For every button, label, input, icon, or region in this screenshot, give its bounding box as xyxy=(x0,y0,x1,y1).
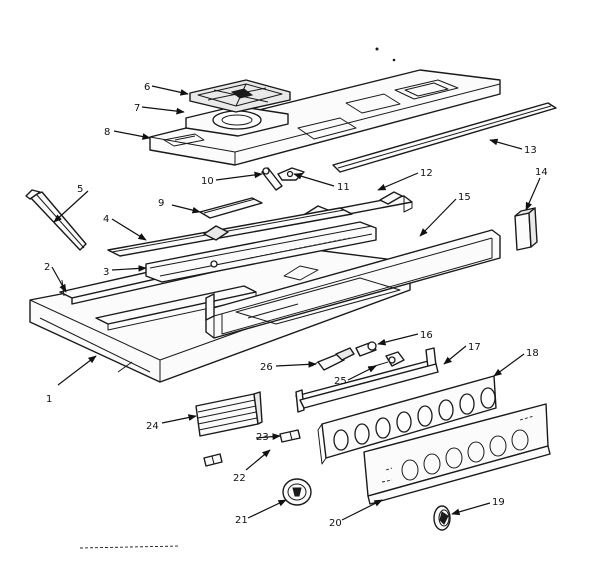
part-3-manifold-channel xyxy=(145,221,377,283)
part-24-vent-grille xyxy=(195,391,263,437)
callout-20: 20 xyxy=(329,518,342,529)
part-22-clip xyxy=(203,453,223,467)
part-16-orifice xyxy=(355,341,377,357)
part-25-spud xyxy=(367,351,405,369)
callout-6: 6 xyxy=(144,82,150,93)
callout-25: 25 xyxy=(334,376,347,387)
part-21-control-knob xyxy=(282,478,312,506)
callout-21: 21 xyxy=(235,515,248,526)
callout-22: 22 xyxy=(233,473,246,484)
callout-18: 18 xyxy=(526,348,539,359)
callout-14: 14 xyxy=(535,167,548,178)
part-10-igniter-clip xyxy=(261,167,283,191)
part-26-valve xyxy=(311,347,355,371)
callout-10: 10 xyxy=(201,176,214,187)
part-17-front-bracket xyxy=(295,347,439,413)
part-23-clip xyxy=(279,429,301,443)
callout-1: 1 xyxy=(46,394,52,405)
part-19-control-knob xyxy=(433,505,451,531)
callout-23: 23 xyxy=(256,432,269,443)
callout-17: 17 xyxy=(468,342,481,353)
callout-11: 11 xyxy=(337,182,350,193)
part-14-end-cap xyxy=(514,207,538,251)
callout-12: 12 xyxy=(420,168,433,179)
part-15-front-frame xyxy=(205,229,501,339)
callout-4: 4 xyxy=(103,214,109,225)
callout-26: 26 xyxy=(260,362,273,373)
part-6-burner-grate xyxy=(189,79,291,113)
part-20-control-overlay xyxy=(363,403,551,505)
scan-specks xyxy=(79,47,396,549)
part-8-cooktop-panel xyxy=(149,69,501,166)
callout-24: 24 xyxy=(146,421,159,432)
part-4-burner-rail xyxy=(107,207,353,257)
callout-13: 13 xyxy=(524,145,537,156)
leader-lines xyxy=(51,85,541,521)
part-9-channel xyxy=(199,197,263,219)
callout-2: 2 xyxy=(44,262,50,273)
callout-labels: 1 2 3 4 5 6 7 8 9 10 11 12 13 14 15 16 1… xyxy=(44,82,548,529)
callout-7: 7 xyxy=(134,103,140,114)
callout-19: 19 xyxy=(492,497,505,508)
callout-9: 9 xyxy=(158,198,164,209)
callout-5: 5 xyxy=(77,184,83,195)
part-18-control-panel xyxy=(317,375,497,465)
callout-15: 15 xyxy=(458,192,471,203)
part-13-top-trim-strip xyxy=(332,102,557,173)
callout-3: 3 xyxy=(103,267,109,278)
part-11-bracket xyxy=(277,167,305,181)
callout-16: 16 xyxy=(420,330,433,341)
callout-8: 8 xyxy=(104,127,110,138)
